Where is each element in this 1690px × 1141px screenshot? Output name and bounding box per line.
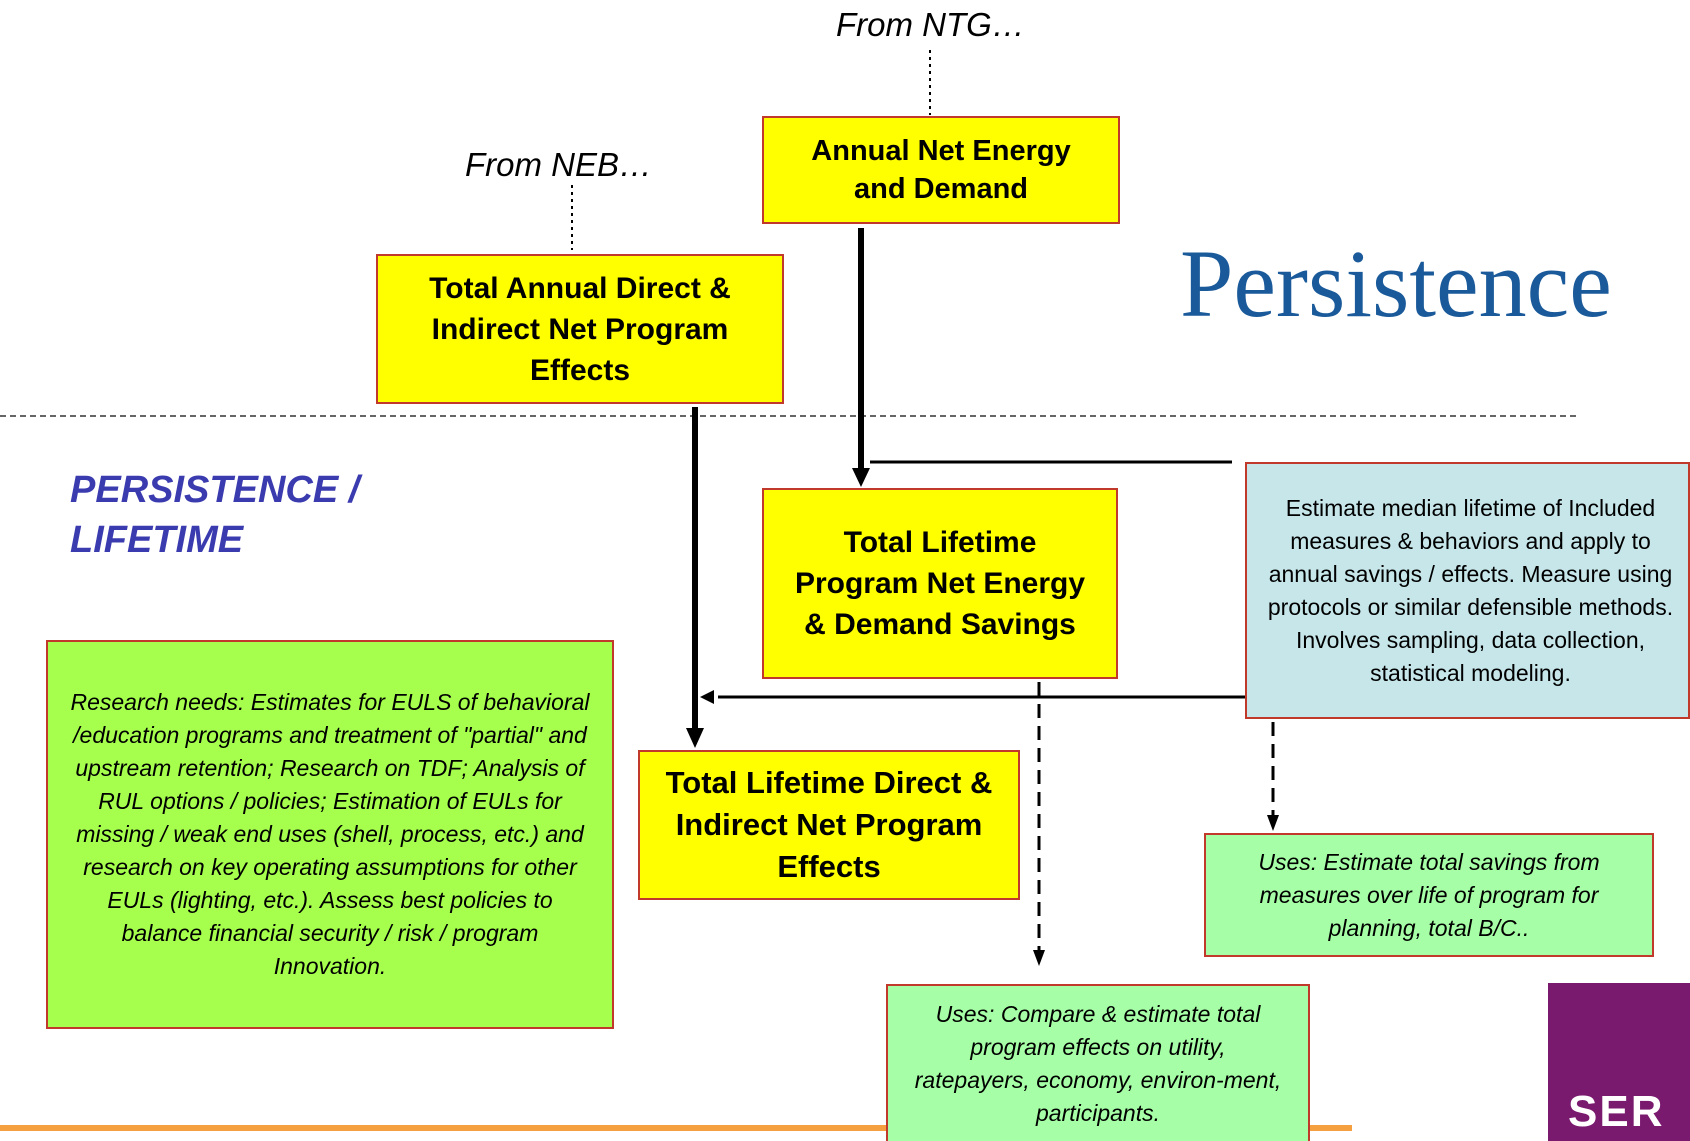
brand-logo: SER bbox=[1548, 983, 1690, 1141]
total-lifetime-program-text: Total Lifetime Program Net Energy & Dema… bbox=[794, 526, 1086, 641]
uses-compare-text: Uses: Compare & estimate total program e… bbox=[914, 1000, 1282, 1126]
estimate-median-text: Estimate median lifetime of Included mea… bbox=[1267, 494, 1674, 686]
total-annual-direct-text: Total Annual Direct & Indirect Net Progr… bbox=[429, 271, 731, 387]
total-lifetime-program-box: Total Lifetime Program Net Energy & Dema… bbox=[762, 488, 1118, 679]
arrowhead-estimate-to-uses bbox=[1267, 815, 1279, 831]
arrowhead-lifetime-to-uses bbox=[1033, 950, 1045, 966]
research-needs-text: Research needs: Estimates for EULS of be… bbox=[70, 689, 590, 979]
from-neb-label: From NEB… bbox=[465, 146, 653, 183]
brand-text: SER bbox=[1568, 1087, 1665, 1136]
total-annual-direct-box: Total Annual Direct & Indirect Net Progr… bbox=[376, 254, 784, 404]
uses-estimate-total-text: Uses: Estimate total savings from measur… bbox=[1258, 848, 1600, 941]
arrowhead-annual-direct bbox=[686, 728, 704, 748]
uses-compare-box: Uses: Compare & estimate total program e… bbox=[886, 984, 1310, 1141]
from-ntg-label: From NTG… bbox=[836, 6, 1025, 43]
annual-net-energy-text: Annual Net Energy and Demand bbox=[811, 135, 1071, 205]
annual-net-energy-box: Annual Net Energy and Demand bbox=[762, 116, 1120, 224]
research-needs-box: Research needs: Estimates for EULS of be… bbox=[46, 640, 614, 1029]
section-label: PERSISTENCE / LIFETIME bbox=[70, 469, 360, 561]
arrowhead-annual-to-lifetime bbox=[852, 468, 870, 487]
page-title: Persistence bbox=[1180, 230, 1612, 337]
total-lifetime-direct-box: Total Lifetime Direct & Indirect Net Pro… bbox=[638, 750, 1020, 900]
uses-estimate-total-box: Uses: Estimate total savings from measur… bbox=[1204, 833, 1654, 957]
total-lifetime-direct-text: Total Lifetime Direct & Indirect Net Pro… bbox=[665, 765, 993, 884]
arrowhead-estimate-to-direct bbox=[700, 690, 714, 704]
estimate-median-box: Estimate median lifetime of Included mea… bbox=[1245, 462, 1690, 719]
